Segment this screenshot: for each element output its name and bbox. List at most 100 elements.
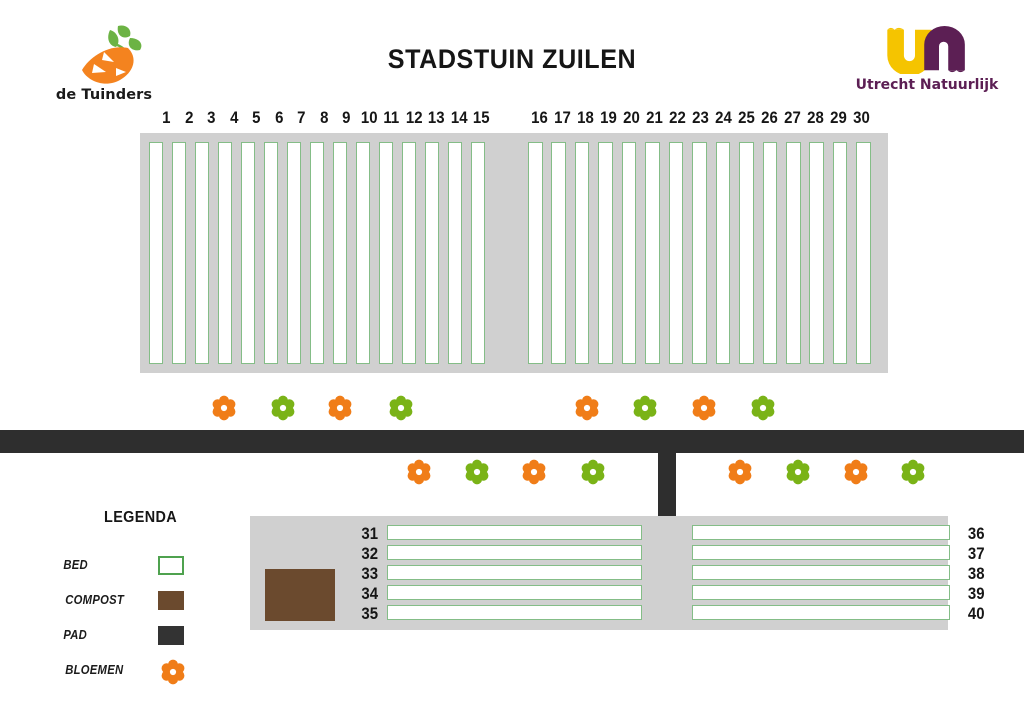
plot-number: 21 [646,108,663,127]
garden-bed[interactable] [574,142,590,364]
garden-bed[interactable] [149,142,164,364]
garden-bed[interactable] [387,545,642,560]
plot-number: 37 [967,544,985,563]
logo-utrecht-natuurlijk: Utrecht Natuurlijk [852,26,1002,93]
flower-icon [270,395,296,421]
garden-bed[interactable] [551,142,566,364]
flower-icon [464,459,490,485]
garden-bed[interactable] [401,142,417,364]
garden-bed[interactable] [240,142,256,364]
garden-bed[interactable] [332,142,348,364]
plot-number: 18 [577,108,594,127]
plot-number: 29 [830,108,847,127]
legend-item: BED [62,556,184,576]
plot-number: 16 [531,108,548,127]
plot-number: 13 [428,108,445,127]
plot-number: 6 [274,108,284,127]
plot-number: 11 [383,108,400,127]
garden-bed[interactable] [832,142,848,364]
plot-number: 22 [669,108,686,127]
garden-bed[interactable] [621,142,637,364]
garden-bed[interactable] [387,605,642,620]
flower-icon [900,459,926,485]
flower-icon [521,459,547,485]
plot-number: 17 [554,108,571,127]
garden-bed[interactable] [762,142,778,364]
plot-number: 2 [184,108,193,127]
garden-bed[interactable] [715,142,731,364]
plot-number: 5 [252,108,261,127]
garden-bed[interactable] [387,565,642,580]
path-horizontal [0,430,1024,453]
garden-bed[interactable] [286,142,302,364]
flower-icon [406,459,432,485]
garden-bed[interactable] [645,142,660,364]
flower-icon [388,395,414,421]
garden-bed[interactable] [171,142,187,364]
legend-item: PAD [62,626,184,646]
garden-bed[interactable] [692,545,950,560]
flower-icon [727,459,753,485]
plot-number: 24 [715,108,732,127]
garden-bed[interactable] [387,525,642,540]
garden-bed[interactable] [378,142,394,364]
flower-icon [211,395,237,421]
garden-bed[interactable] [668,142,684,364]
legend-item-label: COMPOST [65,593,125,607]
garden-bed[interactable] [692,605,950,620]
bed-group-right [528,142,880,364]
garden-bed[interactable] [528,142,543,364]
flower-icon [750,395,776,421]
plot-number: 19 [600,108,617,127]
plot-number: 39 [967,584,985,603]
plot-number: 36 [967,524,985,543]
garden-bed[interactable] [470,142,486,364]
logo-de-tuinders-label: de Tuinders [55,87,153,103]
garden-bed[interactable] [194,142,210,364]
plot-number: 32 [361,544,379,563]
legend-item-label: PAD [63,628,88,642]
plot-number: 27 [784,108,801,127]
plot-number: 25 [738,108,755,127]
plot-number: 3 [207,108,216,127]
plot-number: 12 [405,108,423,127]
plot-number: 4 [229,108,239,127]
plot-number: 23 [692,108,709,127]
garden-bed[interactable] [692,565,950,580]
garden-bed[interactable] [785,142,801,364]
legend-item: COMPOST [62,591,184,611]
flower-icon [785,459,811,485]
compost-area [265,569,335,621]
legend-title: LEGENDA [104,509,177,526]
garden-bed[interactable] [387,585,642,600]
garden-bed[interactable] [692,585,950,600]
legend-item-label: BLOEMEN [65,663,124,677]
garden-bed[interactable] [692,525,950,540]
garden-bed[interactable] [309,142,325,364]
legend-flower-icon [160,659,186,685]
plot-number: 7 [297,108,306,127]
legend-compost-swatch [158,591,184,610]
garden-bed[interactable] [856,142,871,364]
garden-bed[interactable] [447,142,463,364]
garden-bed[interactable] [692,142,707,364]
plot-number: 1 [162,108,171,127]
top-garden-field [140,133,888,373]
page-title: STADSTUIN ZUILEN [387,44,637,74]
garden-bed[interactable] [263,142,279,364]
garden-bed[interactable] [598,142,613,364]
bed-group-left [149,142,494,364]
garden-bed[interactable] [809,142,824,364]
plot-number: 30 [853,108,870,127]
garden-bed[interactable] [739,142,754,364]
legend-item: BLOEMEN [62,659,186,685]
garden-bed[interactable] [424,142,440,364]
logo-utrecht-natuurlijk-label: Utrecht Natuurlijk [855,77,999,93]
plot-number: 31 [361,524,379,543]
garden-bed[interactable] [355,142,371,364]
plot-number: 34 [361,584,379,603]
garden-bed[interactable] [217,142,233,364]
